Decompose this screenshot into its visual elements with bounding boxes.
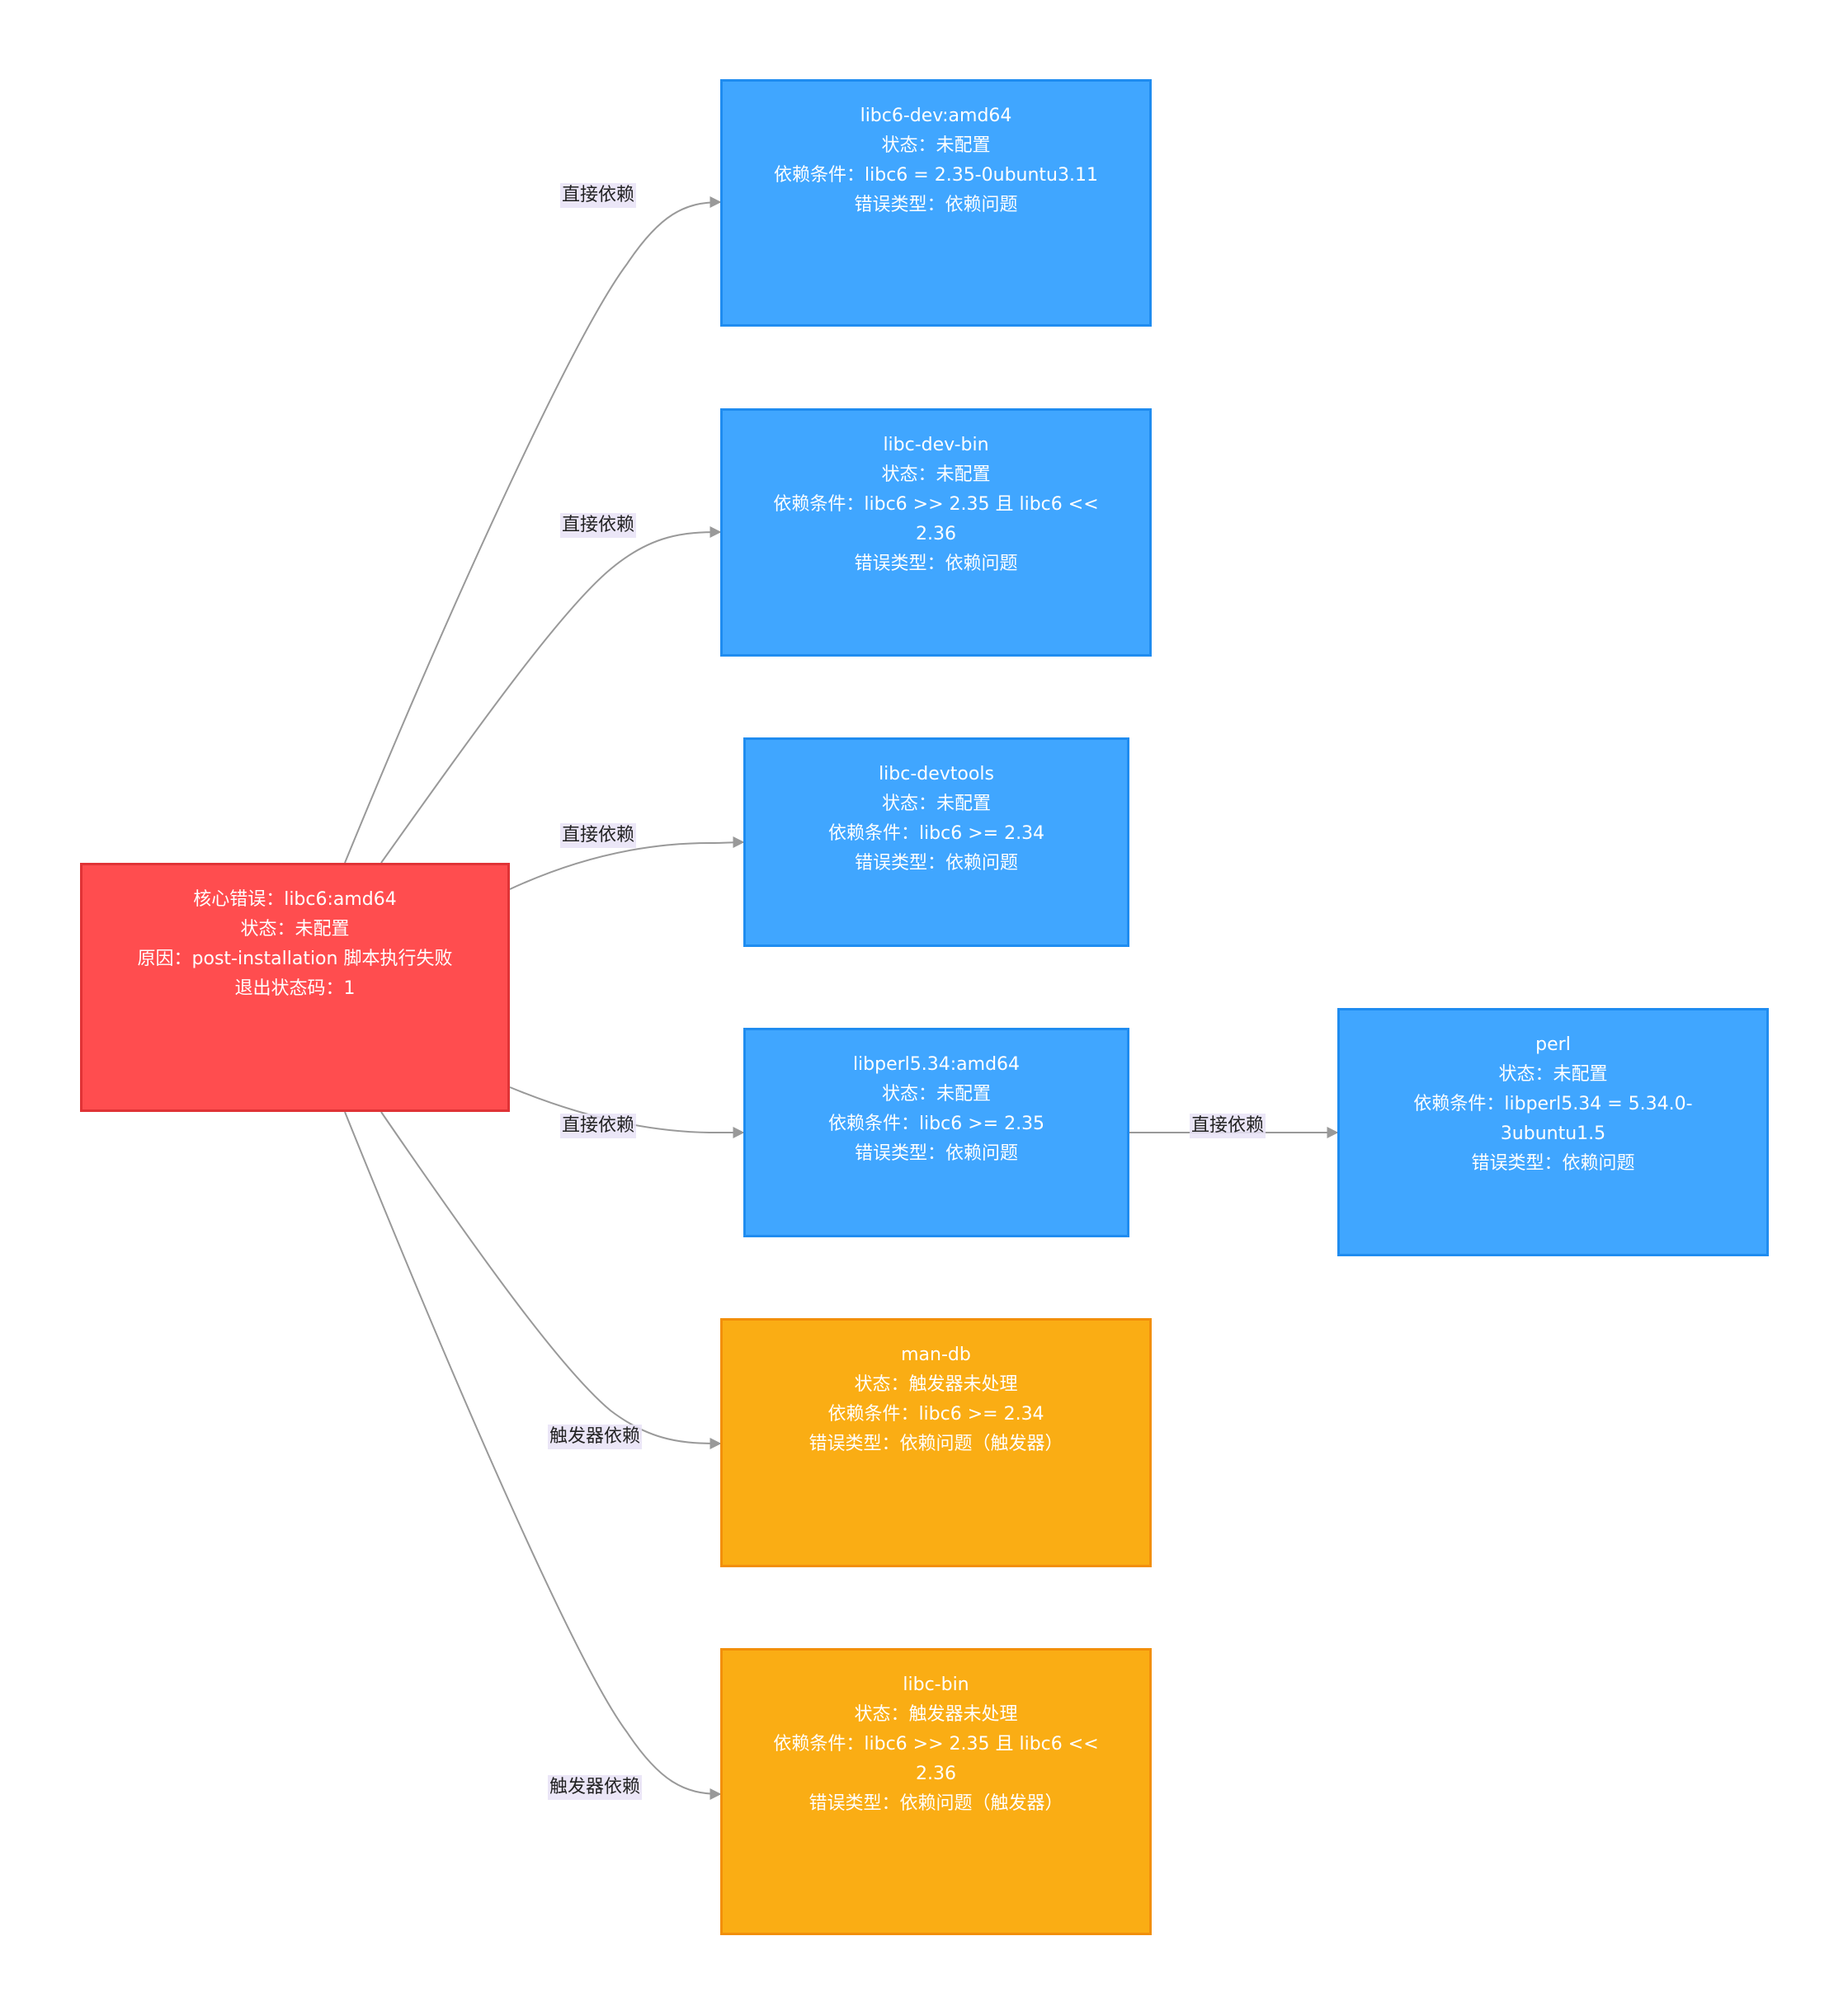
edge-label-trigger-1: 触发器依赖 xyxy=(548,1425,643,1449)
node-libc-devtools-status: 状态：未配置 xyxy=(881,794,991,814)
node-libc-devtools: libc-devtools 状态：未配置 依赖条件：libc6 >= 2.34 … xyxy=(743,737,1129,947)
node-libc6-dev: libc6-dev:amd64 状态：未配置 依赖条件：libc6 = 2.35… xyxy=(720,79,1152,327)
edge-core-mandb xyxy=(380,1111,722,1449)
node-libc6-dev-error-type: 错误类型：依赖问题 xyxy=(854,195,1018,215)
node-libc-bin-title: libc-bin xyxy=(903,1675,969,1695)
node-libc-dev-bin-error-type: 错误类型：依赖问题 xyxy=(854,553,1018,574)
node-libc6-dev-condition: 依赖条件：libc6 = 2.35-0ubuntu3.11 xyxy=(774,165,1098,186)
edge-label-trigger-2: 触发器依赖 xyxy=(548,1775,643,1800)
node-libc-devtools-title: libc-devtools xyxy=(879,764,994,784)
node-libc-dev-bin-status: 状态：未配置 xyxy=(881,464,991,485)
edge-label-direct-1: 直接依赖 xyxy=(560,183,637,208)
node-libc-bin-condition: 依赖条件：libc6 >> 2.35 且 libc6 << xyxy=(773,1734,1099,1755)
node-core-exit-code: 退出状态码：1 xyxy=(234,978,356,999)
node-libperl-condition: 依赖条件：libc6 >= 2.35 xyxy=(827,1114,1045,1134)
node-libc-dev-bin: libc-dev-bin 状态：未配置 依赖条件：libc6 >> 2.35 且… xyxy=(720,408,1152,657)
node-perl-title: perl xyxy=(1535,1034,1571,1055)
edge-core-libcdevbin xyxy=(380,526,722,864)
node-libc-dev-bin-condition-cont: 2.36 xyxy=(916,524,956,544)
node-perl-condition: 依赖条件：libperl5.34 = 5.34.0- xyxy=(1413,1094,1693,1114)
edge-core-libperl xyxy=(509,1086,745,1138)
node-core-title: 核心错误：libc6:amd64 xyxy=(193,889,397,910)
edge-label-direct-4: 直接依赖 xyxy=(560,1114,637,1138)
node-core-reason: 原因：post-installation 脚本执行失败 xyxy=(137,949,453,969)
node-libperl: libperl5.34:amd64 状态：未配置 依赖条件：libc6 >= 2… xyxy=(743,1028,1129,1237)
node-libc-bin: libc-bin 状态：触发器未处理 依赖条件：libc6 >> 2.35 且 … xyxy=(720,1648,1152,1935)
edge-core-devtools xyxy=(509,836,745,890)
edge-core-libc6dev xyxy=(344,196,722,864)
node-man-db-condition: 依赖条件：libc6 >= 2.34 xyxy=(827,1404,1044,1425)
edge-label-direct-5: 直接依赖 xyxy=(1190,1114,1266,1138)
node-perl-condition-cont: 3ubuntu1.5 xyxy=(1500,1123,1606,1144)
node-libc-devtools-condition: 依赖条件：libc6 >= 2.34 xyxy=(827,823,1045,844)
node-man-db-title: man-db xyxy=(901,1345,971,1365)
node-man-db: man-db 状态：触发器未处理 依赖条件：libc6 >= 2.34 错误类型… xyxy=(720,1318,1152,1567)
node-man-db-error-type: 错误类型：依赖问题（触发器） xyxy=(808,1434,1063,1454)
node-libc6-dev-title: libc6-dev:amd64 xyxy=(860,106,1012,126)
node-libperl-title: libperl5.34:amd64 xyxy=(852,1054,1021,1075)
node-perl-error-type: 错误类型：依赖问题 xyxy=(1471,1153,1635,1174)
node-libc-dev-bin-condition: 依赖条件：libc6 >> 2.35 且 libc6 << xyxy=(773,494,1099,515)
node-libperl-status: 状态：未配置 xyxy=(881,1084,991,1105)
node-libc-bin-status: 状态：触发器未处理 xyxy=(854,1704,1018,1725)
node-core-error: 核心错误：libc6:amd64 状态：未配置 原因：post-installa… xyxy=(80,863,510,1112)
edge-label-direct-3: 直接依赖 xyxy=(560,823,637,848)
edge-label-direct-2: 直接依赖 xyxy=(560,513,637,538)
node-perl-status: 状态：未配置 xyxy=(1498,1064,1608,1085)
edge-core-libcbin xyxy=(344,1111,722,1800)
node-libc-dev-bin-title: libc-dev-bin xyxy=(883,435,989,455)
node-libc-devtools-error-type: 错误类型：依赖问题 xyxy=(854,853,1018,874)
node-libc-bin-condition-cont: 2.36 xyxy=(916,1764,956,1784)
node-libperl-error-type: 错误类型：依赖问题 xyxy=(854,1143,1018,1164)
node-perl: perl 状态：未配置 依赖条件：libperl5.34 = 5.34.0- 3… xyxy=(1337,1008,1769,1256)
node-core-status: 状态：未配置 xyxy=(240,919,350,940)
node-man-db-status: 状态：触发器未处理 xyxy=(854,1374,1018,1395)
node-libc6-dev-status: 状态：未配置 xyxy=(881,135,991,156)
node-libc-bin-error-type: 错误类型：依赖问题（触发器） xyxy=(808,1793,1063,1814)
